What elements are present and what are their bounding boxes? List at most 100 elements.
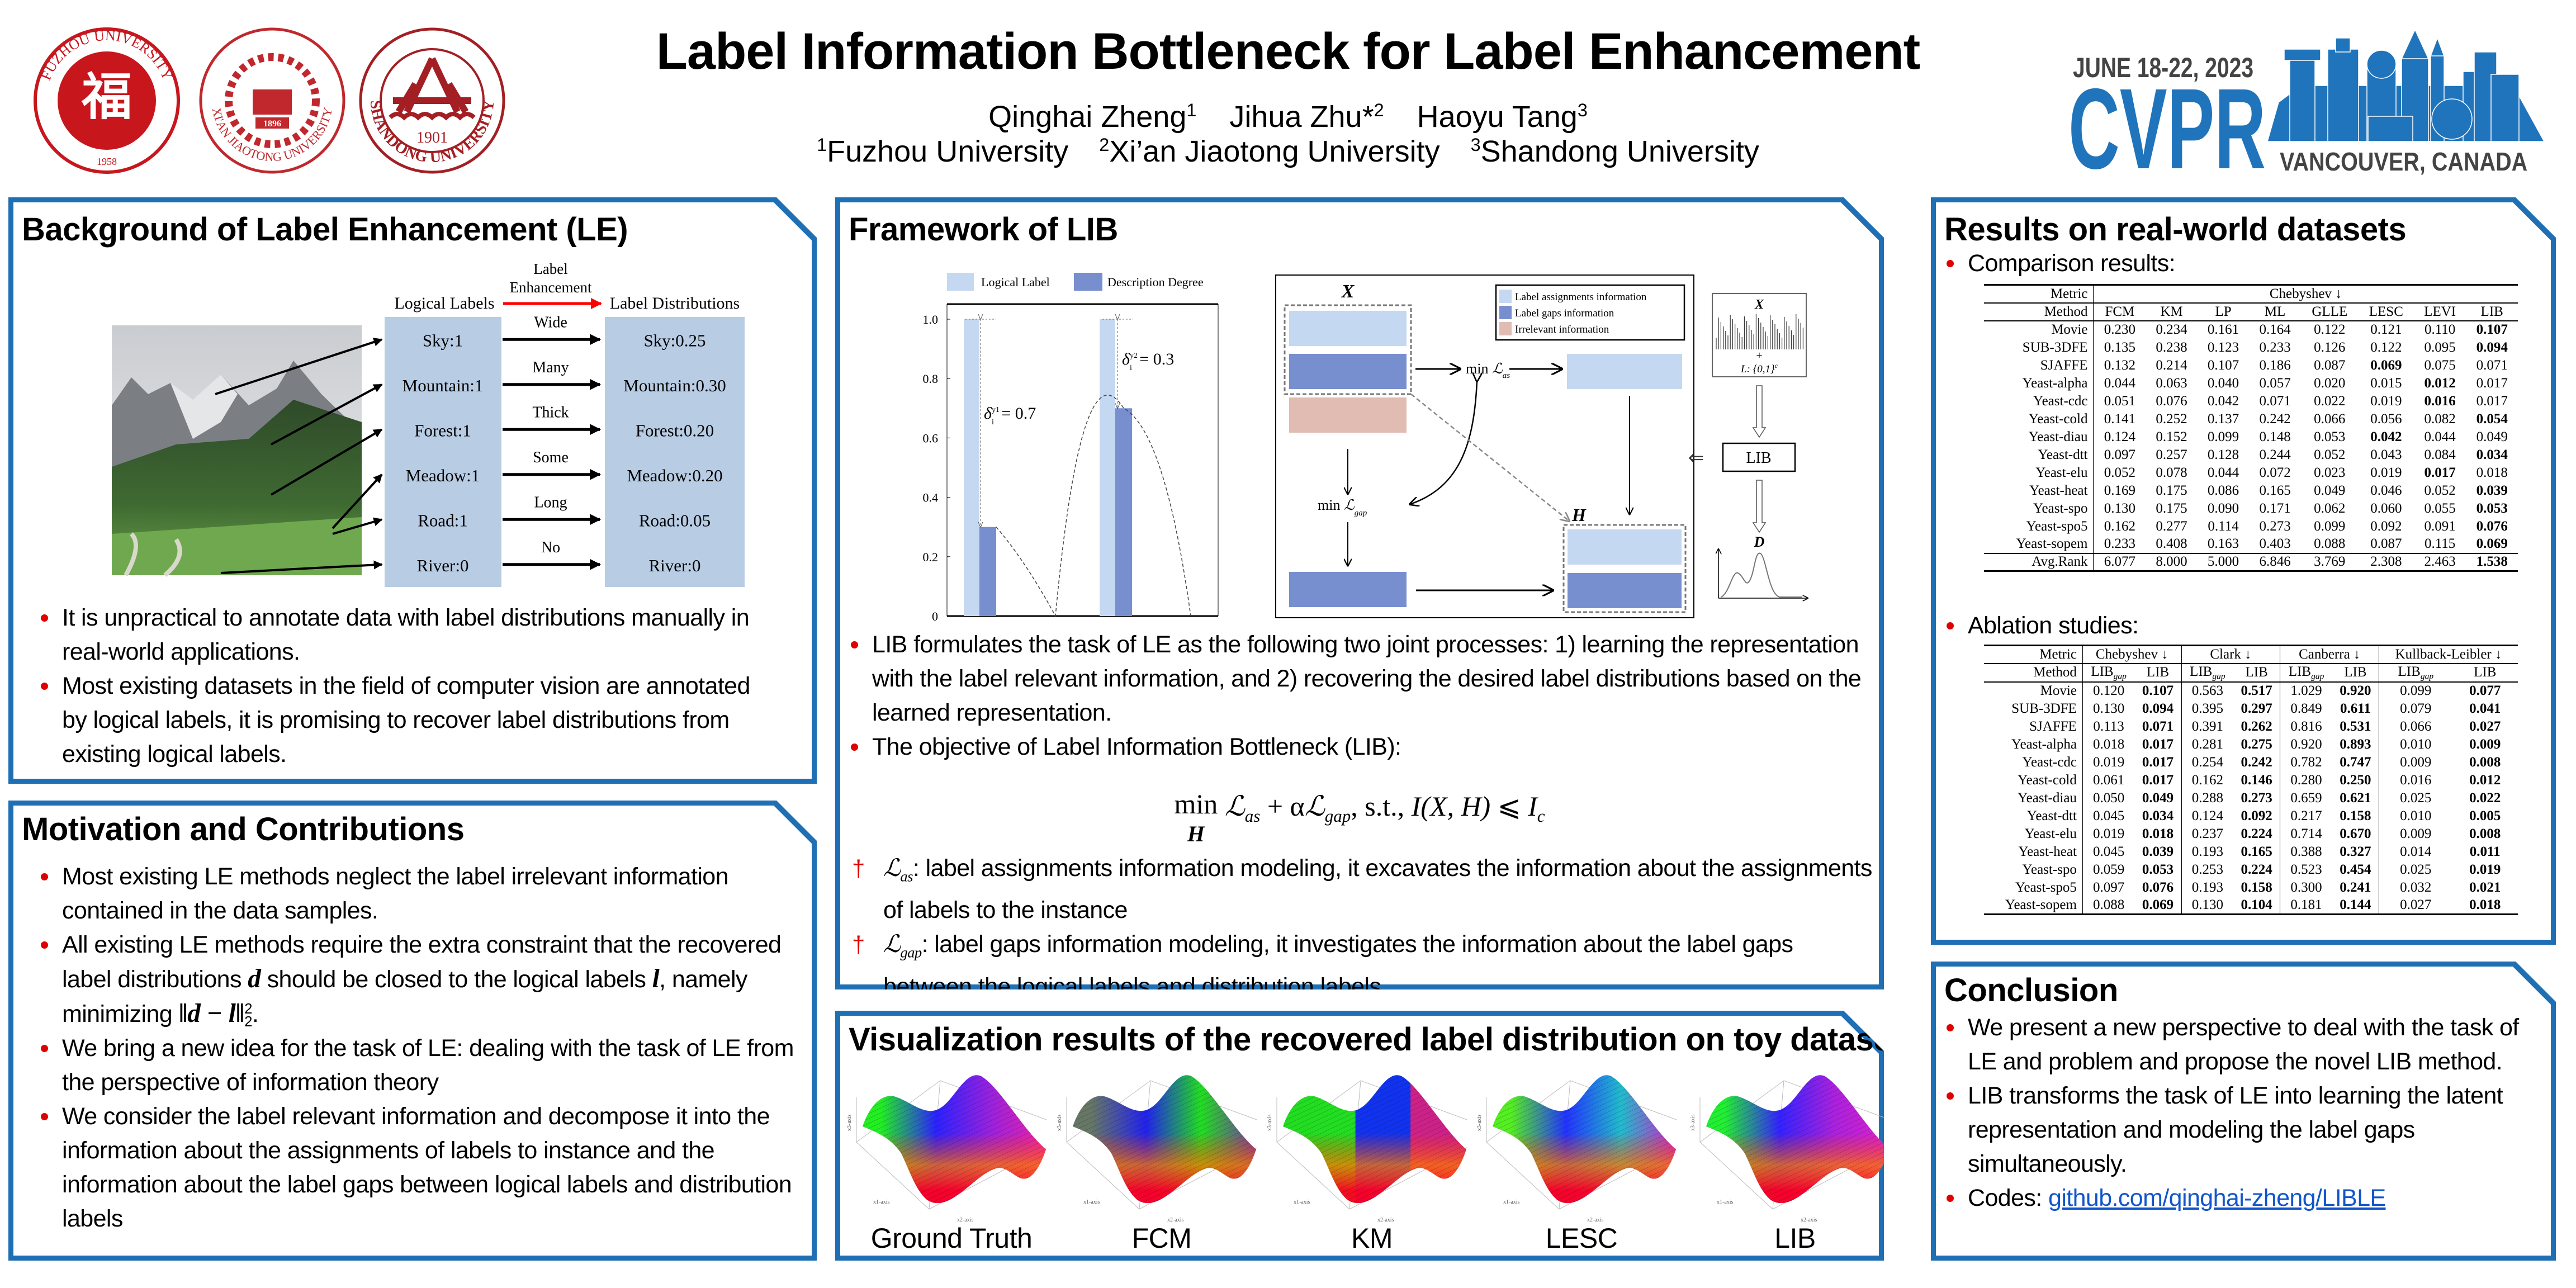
table-cell: 0.066 xyxy=(2400,718,2432,734)
table-cell: 0.017 xyxy=(2476,393,2508,409)
table-cell: 0.517 xyxy=(2233,682,2280,700)
dataset-name: Yeast-dtt xyxy=(1984,807,2082,825)
plot-label: LIB xyxy=(1774,1223,1816,1254)
bar-description-degree-y1 xyxy=(979,527,996,616)
table-cell: 0.233 xyxy=(2094,536,2146,553)
dataset-name: Yeast-spo xyxy=(1984,861,2082,879)
table-cell: 0.071 xyxy=(2134,718,2181,736)
table-cell: 0.069 xyxy=(2370,357,2402,373)
table-cell: 0.078 xyxy=(2156,465,2187,480)
lib-diagram: X Label assignments information Label ga… xyxy=(1276,275,1694,618)
h-gap-block xyxy=(1568,573,1682,608)
table-cell: 0.011 xyxy=(2469,844,2501,859)
dataset-name: Yeast-sopem xyxy=(1984,897,2082,915)
h-assign-target-block xyxy=(1567,354,1682,389)
code-link[interactable]: github.com/qinghai-zheng/LIBLE xyxy=(2048,1185,2386,1211)
table-cell: 0.747 xyxy=(2332,754,2379,771)
legend-gap: Label gaps information xyxy=(1515,307,1614,319)
table-cell: 0.017 xyxy=(2134,736,2181,754)
logical-label: River:0 xyxy=(417,556,469,575)
table-cell: 0.816 xyxy=(2290,718,2322,734)
table-cell: 0.053 xyxy=(2314,429,2346,444)
table-cell: 1.029 xyxy=(2290,683,2322,699)
table-cell: 0.052 xyxy=(2104,465,2135,480)
full-model-header: LIB xyxy=(2233,664,2280,682)
table-cell: 0.230 xyxy=(2104,322,2135,337)
table-cell: 0.025 xyxy=(2400,861,2432,877)
table-cell: 0.122 xyxy=(2370,339,2402,355)
table-cell: 0.113 xyxy=(2093,718,2124,734)
landscape-photo xyxy=(112,325,362,575)
lib-pipeline: X + L: {0,1}c LIB ⇐ D xyxy=(1688,293,1808,598)
table-cell: 0.071 xyxy=(2476,357,2508,373)
bullet-item: ℒas: label assignments information model… xyxy=(847,851,1876,927)
table-cell: 6.077 xyxy=(2104,554,2135,570)
dataset-name: Movie xyxy=(1984,321,2094,339)
le-figure: Logical Labels Label Enhancement Label D… xyxy=(109,254,757,595)
axis-label: x2-axis xyxy=(1801,1217,1817,1223)
table-cell: 0.130 xyxy=(2104,500,2135,516)
method-label: Method xyxy=(1984,664,2082,682)
pointer-arrow-icon xyxy=(215,339,382,394)
background-panel: Background of Label Enhancement (LE) Log… xyxy=(8,197,817,784)
table-cell: 0.025 xyxy=(2400,790,2432,806)
table-cell: 0.017 xyxy=(2134,754,2181,771)
table-cell: 0.162 xyxy=(2104,518,2135,534)
table-cell: 8.000 xyxy=(2156,554,2187,570)
table-cell: 0.714 xyxy=(2290,826,2322,841)
conference-dates: JUNE 18-22, 2023 xyxy=(2073,52,2254,83)
label-distributions-box xyxy=(605,317,745,587)
bullet-item: All existing LE methods require the extr… xyxy=(37,928,798,1031)
table-cell: 0.022 xyxy=(2314,393,2346,409)
bullet-text: We present a new perspective to deal wit… xyxy=(1968,1014,2519,1075)
bar-logical-label-y1 xyxy=(964,319,979,616)
table-cell: 0.186 xyxy=(2259,357,2291,373)
table-cell: 0.045 xyxy=(2092,844,2125,859)
pointer-arrow-icon xyxy=(271,429,382,495)
table-cell: 0.171 xyxy=(2259,500,2291,516)
metric-name: Canberra ↓ xyxy=(2280,646,2379,664)
enhancement-adjective: Thick xyxy=(532,404,569,421)
axis-label: x3-axis xyxy=(1267,1114,1273,1131)
table-cell: 0.297 xyxy=(2233,700,2280,718)
y-tick-label: 0.2 xyxy=(923,550,939,564)
table-cell: 0.214 xyxy=(2156,357,2187,373)
table-cell: 0.050 xyxy=(2092,790,2125,806)
table-cell: 0.107 xyxy=(2476,322,2508,337)
bullet-text: LIB formulates the task of LE as the fol… xyxy=(872,631,1862,726)
enhancement-adjective: Wide xyxy=(534,314,567,331)
x-assign-block xyxy=(1289,311,1407,346)
axis-label: x3-axis xyxy=(1057,1114,1063,1131)
h-assign-block xyxy=(1568,529,1682,565)
table-cell: 0.233 xyxy=(2259,339,2291,355)
table-cell: 0.046 xyxy=(2370,482,2402,498)
table-cell: 0.051 xyxy=(2104,393,2135,409)
table-cell: 3.769 xyxy=(2314,554,2346,570)
pointer-arrow-icon xyxy=(333,475,382,528)
table-cell: 0.114 xyxy=(2208,518,2239,534)
bullet-text: : label assignments information modeling… xyxy=(883,855,1872,924)
table-cell: 0.165 xyxy=(2259,482,2291,498)
dataset-name: SJAFFE xyxy=(1984,718,2082,736)
table-cell: 0.391 xyxy=(2191,718,2223,734)
background-bullets: It is unpractical to annotate data with … xyxy=(37,601,781,771)
pointer-arrow-icon xyxy=(333,519,382,534)
input-x-label: X xyxy=(1754,297,1764,312)
table-cell: 0.169 xyxy=(2104,482,2135,498)
column-header: KM xyxy=(2146,303,2198,321)
dataset-name: Movie xyxy=(1984,682,2082,700)
bullet-item: We bring a new idea for the task of LE: … xyxy=(37,1031,798,1100)
legend-assign: Label assignments information xyxy=(1515,291,1647,303)
table-cell: 0.060 xyxy=(2370,500,2402,516)
table-cell: 0.273 xyxy=(2233,789,2280,807)
affiliation: 1Fuzhou University xyxy=(817,135,1069,168)
dataset-name: Yeast-sopem xyxy=(1984,536,2094,553)
bullet-text: Most existing datasets in the field of c… xyxy=(62,673,750,768)
affiliation-list: 1Fuzhou University 2Xi’an Jiaotong Unive… xyxy=(0,134,2576,169)
